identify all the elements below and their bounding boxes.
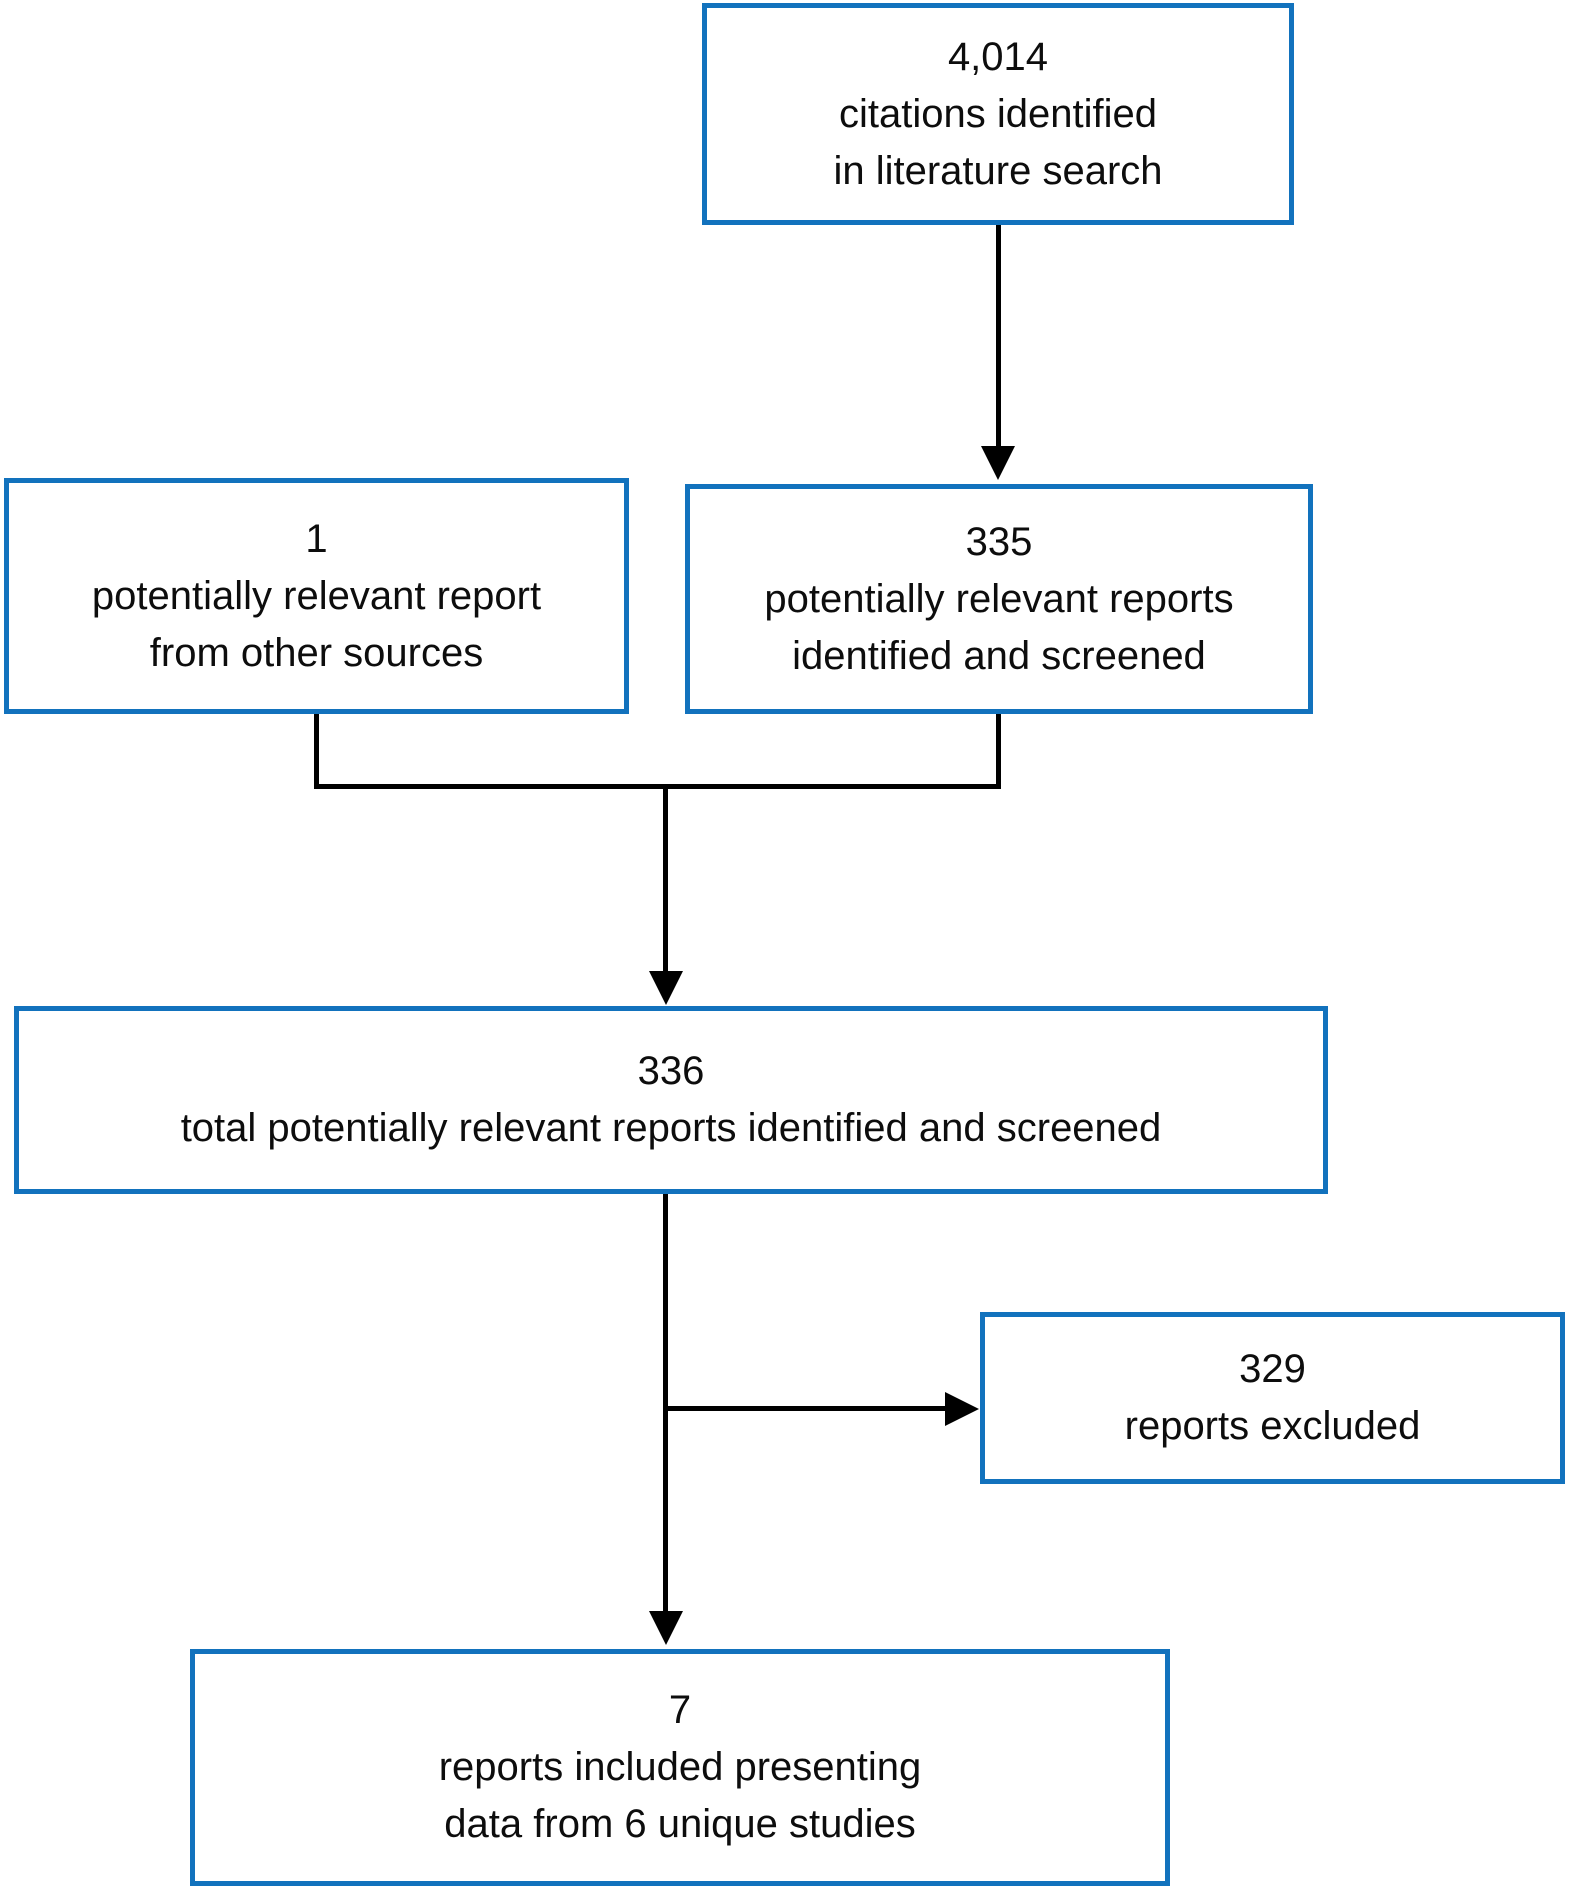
box-line-text: citations identified (839, 91, 1157, 136)
box-line-text: potentially relevant report (91, 573, 542, 618)
arrowhead-down-icon (649, 971, 683, 1005)
box-total-screened: 336 total potentially relevant reports i… (14, 1006, 1328, 1194)
connector-other-sources-stub (314, 714, 319, 789)
box-other-sources: 1 potentially relevant report from other… (4, 478, 629, 714)
box-line-count: 329 (1239, 1347, 1306, 1391)
connector-total-to-included (663, 1194, 668, 1612)
connector-branch-to-excluded (666, 1406, 946, 1411)
box-line-text: total potentially relevant reports ident… (180, 1106, 1162, 1150)
box-line-count: 335 (965, 519, 1033, 564)
box-identified-screened: 335 potentially relevant reports identif… (685, 484, 1313, 714)
connector-merge-to-total (663, 784, 668, 972)
box-line-text: reports included presenting (438, 1745, 922, 1789)
arrowhead-down-icon (649, 1611, 683, 1645)
arrowhead-down-icon (981, 446, 1015, 480)
box-line-text: identified and screened (792, 633, 1206, 678)
box-line-text: potentially relevant reports (764, 576, 1234, 621)
box-line-count: 336 (637, 1049, 705, 1093)
box-line-text: reports excluded (1124, 1404, 1421, 1448)
box-line-text: from other sources (149, 630, 484, 675)
box-line-count: 4,014 (947, 34, 1049, 79)
connector-screened-stub (996, 714, 1001, 789)
connector-citations-to-screened (996, 225, 1001, 447)
box-reports-excluded: 329 reports excluded (980, 1312, 1565, 1484)
arrowhead-right-icon (945, 1392, 979, 1426)
box-line-count: 7 (668, 1688, 692, 1732)
box-reports-included: 7 reports included presenting data from … (190, 1649, 1170, 1886)
box-line-text: data from 6 unique studies (444, 1802, 916, 1846)
box-line-count: 1 (305, 516, 328, 561)
connector-merge-horizontal (314, 784, 1001, 789)
box-line-text: in literature search (833, 148, 1163, 193)
box-citations-identified: 4,014 citations identified in literature… (702, 3, 1294, 225)
